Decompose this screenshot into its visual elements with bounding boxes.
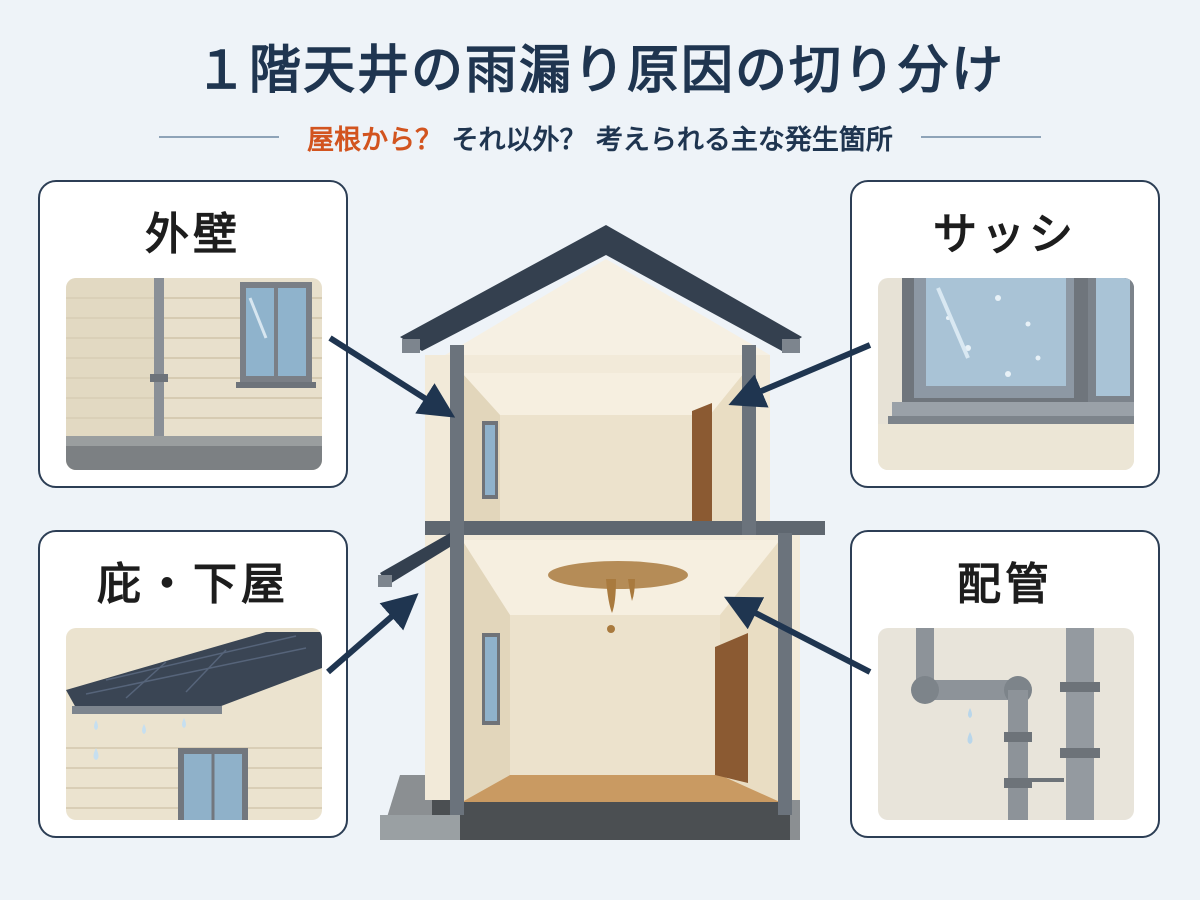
subtitle-accent: 屋根から？ [307,124,443,156]
card-eave-lower-roof: 庇・下屋 [38,530,348,838]
card-piping: 配管 [850,530,1160,838]
ceiling-leak-stain [548,561,688,633]
card-label-window-sash: サッシ [933,209,1077,260]
card-outer-wall: 外壁 [38,180,348,488]
piping-illustration [878,628,1134,820]
subtitle-rest: それ以外？ 考えられる主な発生箇所 [451,124,893,156]
page-title: １階天井の雨漏り原因の切り分け [194,41,1005,101]
subtitle-divider-right [920,136,1041,138]
subtitle-divider-left [159,136,280,138]
subtitle: 屋根から？ それ以外？ 考えられる主な発生箇所 [307,118,893,157]
window-sash-illustration [878,278,1134,470]
card-window-sash: サッシ [850,180,1160,488]
main-roof [400,225,802,355]
lower-roof-eave [378,533,450,587]
eave-illustration [66,628,322,820]
floor-slab [425,521,825,535]
house-cutaway-diagram [378,225,825,840]
subtitle-row: 屋根から？ それ以外？ 考えられる主な発生箇所 [0,115,1200,159]
card-label-piping: 配管 [957,559,1053,610]
upper-floor-room [462,373,744,521]
card-label-eave-lower-roof: 庇・下屋 [97,559,289,610]
card-label-outer-wall: 外壁 [145,209,241,260]
outer-wall-illustration [66,278,322,470]
